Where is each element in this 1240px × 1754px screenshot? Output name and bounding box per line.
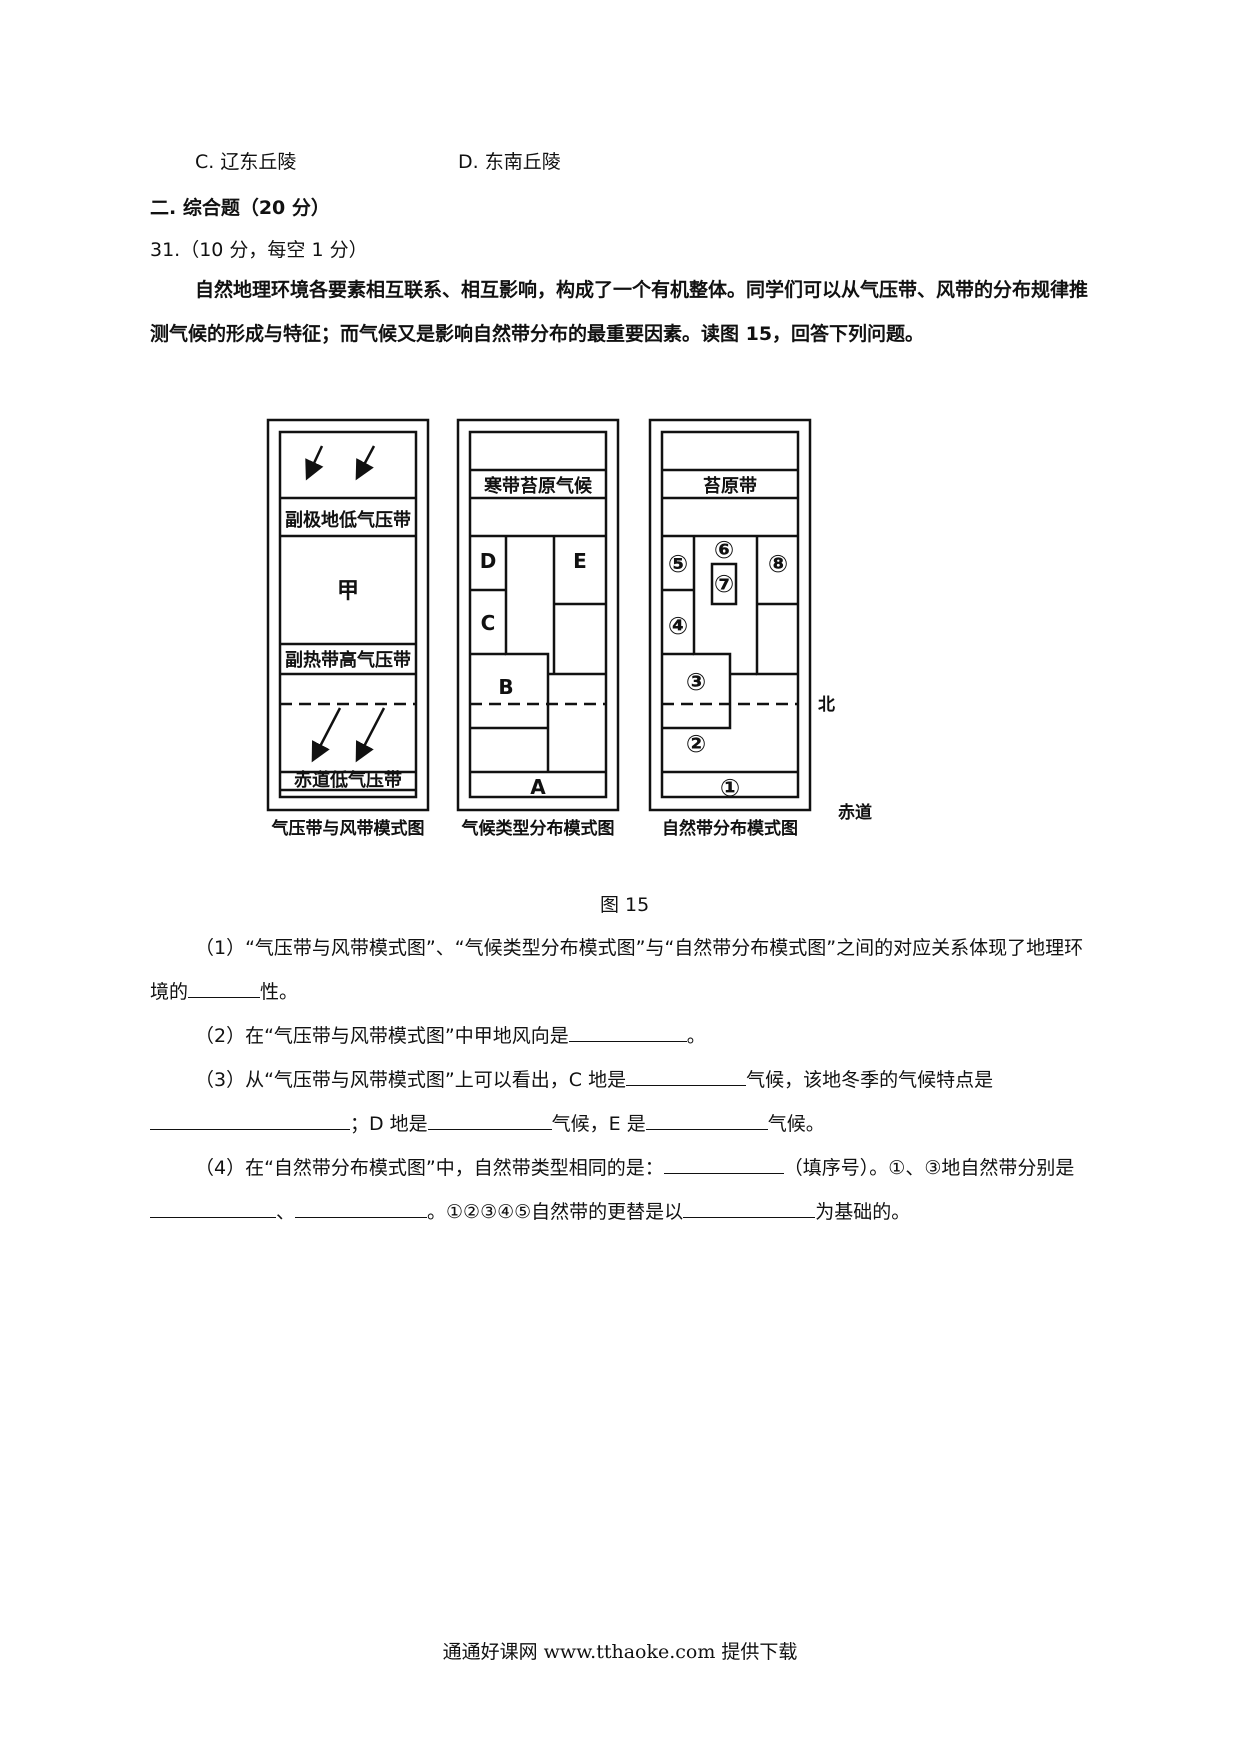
panel2-label-D: D <box>480 549 497 573</box>
wind-arrow-north-1 <box>305 445 324 481</box>
panel3-label-tundra: 苔原带 <box>703 475 757 497</box>
answer-blank[interactable] <box>150 1199 276 1218</box>
panel1-label-jia: 甲 <box>337 579 359 604</box>
panel3-outer-frame <box>648 418 812 812</box>
answer-blank[interactable] <box>150 1111 350 1130</box>
panel2-label-tundra-climate: 寒带苔原气候 <box>483 475 593 497</box>
answer-blank[interactable] <box>626 1067 747 1086</box>
panel1-label-subpolar-low: 副极地低气压带 <box>285 509 411 531</box>
panel3-label-6: ⑥ <box>714 536 734 564</box>
panel2-label-B: B <box>498 675 513 699</box>
wind-arrow-south-2 <box>355 707 386 763</box>
panel3-title: 自然带分布模式图 <box>662 818 798 839</box>
page-footer: 通通好课网 www.tthaoke.com 提供下载 <box>442 1641 798 1663</box>
panel3-label-3: ③ <box>686 668 706 696</box>
answer-blank[interactable] <box>663 1155 784 1174</box>
panel3-label-1: ① <box>720 774 740 802</box>
option-d: D. 东南丘陵 <box>458 151 561 173</box>
section-title: 二. 综合题（20 分） <box>150 197 330 219</box>
panel3-label-2: ② <box>686 730 706 758</box>
panel1-title: 气压带与风带模式图 <box>271 818 425 839</box>
option-c: C. 辽东丘陵 <box>195 151 297 173</box>
answer-blank[interactable] <box>683 1199 816 1218</box>
figure-caption: 图 15 <box>600 894 650 916</box>
answer-blank[interactable] <box>295 1199 428 1218</box>
answer-blank[interactable] <box>568 1023 687 1042</box>
panel3-label-8: ⑧ <box>768 550 788 578</box>
panel1-label-equatorial-low: 赤道低气压带 <box>294 769 402 791</box>
side-label-north: 北 <box>818 695 835 715</box>
panel1-outer-frame <box>266 418 430 812</box>
question-intro: 自然地理环境各要素相互联系、相互影响，构成了一个有机整体。同学们可以从气压带、风… <box>150 279 1089 345</box>
panel3-label-7: ⑦ <box>714 570 734 598</box>
panel2-inner-frame <box>468 430 608 799</box>
panel2-label-C: C <box>481 611 496 635</box>
answer-blank[interactable] <box>645 1111 768 1130</box>
answer-blank[interactable] <box>427 1111 552 1130</box>
panel2-title: 气候类型分布模式图 <box>461 818 615 839</box>
sub-question-4: （4）在“自然带分布模式图”中，自然带类型相同的是：（填序号）。①、③地自然带分… <box>150 1146 1090 1234</box>
sub-question-2: （2）在“气压带与风带模式图”中甲地风向是。 <box>195 1023 706 1047</box>
panel2-outer-frame <box>456 418 620 812</box>
panel1-inner-frame <box>278 430 418 799</box>
question-number: 31.（10 分，每空 1 分） <box>150 239 368 261</box>
panel3-label-5: ⑤ <box>668 550 688 578</box>
panel3-inner-frame <box>660 430 800 799</box>
panel1-label-subtropical-high: 副热带高气压带 <box>285 649 411 671</box>
wind-arrow-north-2 <box>355 445 376 481</box>
wind-arrow-south-1 <box>311 707 342 763</box>
panel3-label-4: ④ <box>668 612 688 640</box>
panel2-label-E: E <box>573 549 587 573</box>
side-label-equator: 赤道 <box>838 802 872 823</box>
figure-15: 副极地低气压带 甲 副热带高气压带 赤道低气压带 气压带与风带模式图 寒带苔原气… <box>266 418 872 839</box>
panel2-label-A: A <box>530 775 546 799</box>
answer-blank[interactable] <box>188 979 261 998</box>
sub-question-3: （3）从“气压带与风带模式图”上可以看出，C 地是气候，该地冬季的气候特点是；D… <box>150 1058 1090 1146</box>
panel3-zone-7-box <box>710 562 738 606</box>
sub-question-1: （1）“气压带与风带模式图”、“气候类型分布模式图”与“自然带分布模式图”之间的… <box>150 937 1084 1003</box>
